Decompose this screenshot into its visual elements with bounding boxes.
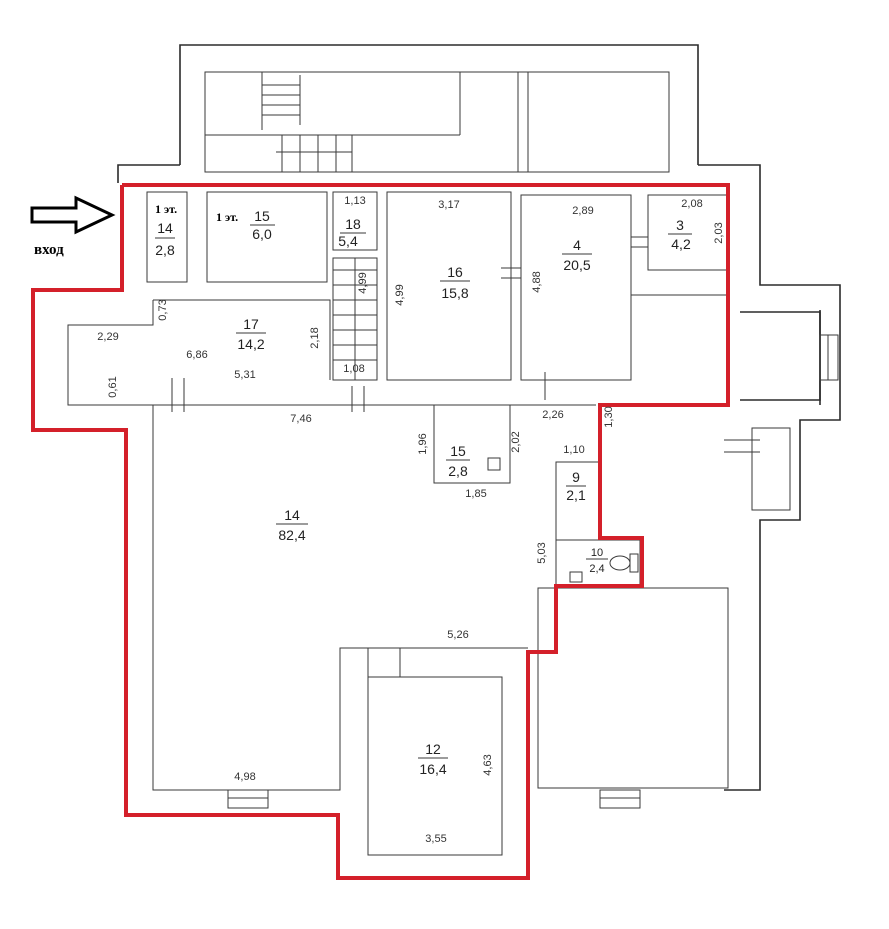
dimension: 1,10 (563, 444, 584, 456)
room-area: 15,8 (441, 285, 468, 301)
room-area: 14,2 (237, 336, 264, 352)
toilet-icon (609, 553, 639, 573)
annex-stair (261, 72, 353, 172)
room-id: 9 (572, 469, 580, 485)
dimension: 4,63 (482, 754, 494, 775)
building-walls (117, 44, 841, 809)
dimension: 4,99 (357, 272, 369, 293)
room-id: 4 (573, 237, 581, 253)
dimension: 6,86 (186, 349, 207, 361)
dimension: 7,46 (290, 413, 311, 425)
room-id: 10 (591, 547, 603, 559)
dimension: 1,08 (343, 363, 364, 375)
sink-icon (487, 457, 501, 471)
room-area: 2,8 (155, 242, 175, 258)
dimension: 4,88 (531, 271, 543, 292)
dimension: 0,73 (157, 299, 169, 320)
dimension: 5,26 (447, 629, 468, 641)
room-area: 2,1 (566, 487, 586, 503)
entrance-label: вход (34, 242, 64, 258)
room-area: 82,4 (278, 527, 305, 543)
room-id: 12 (425, 741, 441, 757)
room-area: 16,4 (419, 761, 446, 777)
dimension: 2,18 (309, 327, 321, 348)
dimension: 3,55 (425, 833, 446, 845)
room-id: 15 (450, 443, 466, 459)
dimension: 2,89 (572, 205, 593, 217)
floor-note: 1 эт. (155, 202, 177, 216)
dimension: 4,99 (394, 284, 406, 305)
room-area: 4,2 (671, 236, 691, 252)
room-area: 2,4 (589, 563, 604, 575)
room-area: 5,4 (338, 233, 358, 249)
room-id: 3 (676, 217, 684, 233)
dimension: 1,96 (417, 433, 429, 454)
room-area: 2,8 (448, 463, 468, 479)
floor-note: 1 эт. (216, 210, 238, 224)
dimension: 2,08 (681, 198, 702, 210)
sink-icon (569, 571, 583, 583)
entrance-arrow-icon (30, 195, 116, 235)
room-area: 6,0 (252, 226, 272, 242)
dimension: 1,30 (603, 406, 615, 427)
highlight-outline (31, 183, 730, 880)
dimension: 0,61 (107, 376, 119, 397)
room-id: 17 (243, 316, 259, 332)
room-id: 15 (254, 208, 270, 224)
dimension: 5,31 (234, 369, 255, 381)
dimension: 2,26 (542, 409, 563, 421)
room-id: 14 (157, 220, 173, 236)
main-stair (332, 257, 378, 381)
dimension: 3,17 (438, 199, 459, 211)
interior-rooms (67, 191, 760, 856)
dimension: 1,13 (344, 195, 365, 207)
room-id: 14 (284, 507, 300, 523)
dimension: 4,98 (234, 771, 255, 783)
dimension: 1,85 (465, 488, 486, 500)
room-id: 16 (447, 264, 463, 280)
dimension: 2,02 (510, 431, 522, 452)
room-area: 20,5 (563, 257, 590, 273)
dimension: 5,03 (536, 542, 548, 563)
dimension-labels: 1,13 3,17 2,89 2,08 2,03 4,99 4,88 4,99 … (97, 195, 725, 845)
dimension: 2,03 (713, 222, 725, 243)
dimension: 2,29 (97, 331, 118, 343)
room-labels: 14 2,8 15 6,0 18 5,4 16 15,8 4 20,5 3 4,… (155, 208, 692, 777)
room-id: 18 (345, 216, 361, 232)
